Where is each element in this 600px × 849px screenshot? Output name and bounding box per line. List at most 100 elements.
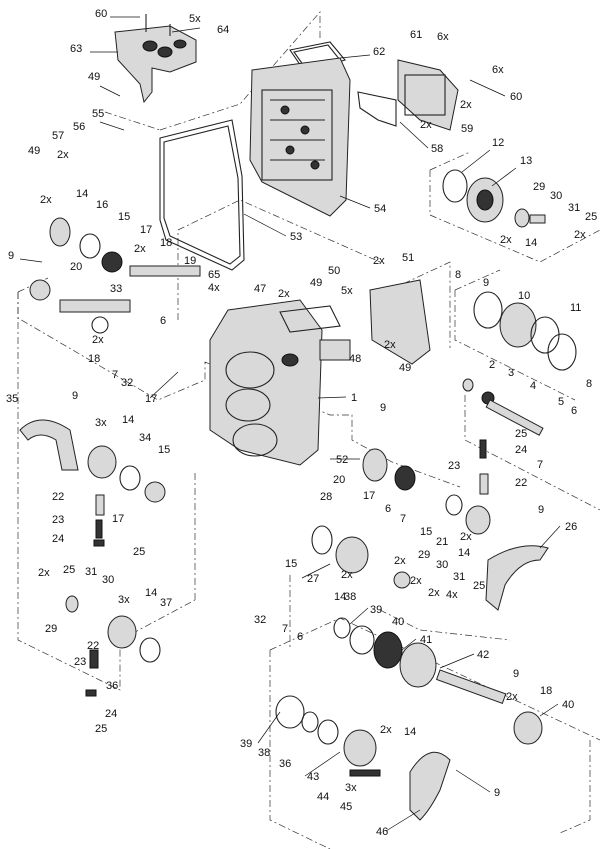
callout-label: 14 [76, 188, 88, 200]
fork-46 [275, 695, 451, 821]
callout-label: 31 [453, 571, 465, 583]
callout-label: 6 [160, 315, 166, 327]
callout-label: 8 [455, 269, 461, 281]
module-59 [357, 59, 459, 131]
leader-lines [19, 16, 561, 832]
callout-label: 34 [139, 432, 151, 444]
callout-label: 60 [510, 91, 522, 103]
callout-label: 7 [112, 369, 118, 381]
callout-label: 3x [95, 417, 107, 429]
callout-label: 29 [533, 181, 545, 193]
callout-label: 41 [420, 634, 432, 646]
shaft-4 [462, 378, 544, 436]
callout-label: 23 [74, 656, 86, 668]
callout-label: 20 [333, 474, 345, 486]
callout-label: 54 [374, 203, 386, 215]
callout-label: 1 [351, 392, 357, 404]
callout-label: 9 [513, 668, 519, 680]
callout-label: 11 [570, 302, 581, 314]
callout-label: 2x [38, 567, 50, 579]
callout-label: 12 [492, 137, 504, 149]
callout-label: 42 [477, 649, 489, 661]
callout-label: 29 [45, 623, 57, 635]
callout-label: 15 [118, 211, 130, 223]
fork-26 [485, 545, 549, 611]
callout-label: 2x [373, 255, 385, 267]
callout-label: 56 [73, 121, 85, 133]
callout-label: 26 [565, 521, 577, 533]
callout-label: 3x [118, 594, 130, 606]
callout-label: 39 [370, 604, 382, 616]
callout-label: 14 [458, 547, 470, 559]
group-27 [311, 439, 491, 589]
callout-label: 25 [585, 211, 597, 223]
callout-label: 59 [461, 123, 473, 135]
callout-label: 19 [184, 255, 196, 267]
group-37 [65, 595, 161, 697]
callout-label: 15 [285, 558, 297, 570]
callout-label: 13 [520, 155, 532, 167]
callout-label: 2x [500, 234, 512, 246]
callout-label: 35 [6, 393, 18, 405]
callout-label: 2x [341, 569, 353, 581]
callout-label: 10 [518, 290, 530, 302]
callout-label: 61 [410, 29, 422, 41]
callout-label: 38 [258, 747, 270, 759]
callout-label: 60 [95, 8, 107, 20]
callout-label: 14 [334, 591, 346, 603]
callout-label: 18 [88, 353, 100, 365]
callout-label: 4 [530, 380, 536, 392]
callout-label: 48 [349, 353, 361, 365]
callout-label: 16 [96, 199, 108, 211]
callout-label: 17 [145, 393, 157, 405]
callout-label: 6x [492, 64, 504, 76]
callout-label: 5x [341, 285, 353, 297]
callout-label: 14 [525, 237, 537, 249]
callout-label: 32 [121, 377, 133, 389]
callout-label: 46 [376, 826, 388, 838]
callout-label: 2x [384, 339, 396, 351]
callout-label: 25 [473, 580, 485, 592]
callout-label: 25 [95, 723, 107, 735]
callout-label: 2x [460, 531, 472, 543]
callout-label: 22 [52, 491, 64, 503]
callout-label: 40 [562, 699, 574, 711]
callout-label: 2x [57, 149, 69, 161]
callout-label: 36 [279, 758, 291, 770]
callout-label: 27 [307, 573, 319, 585]
callout-label: 2x [420, 119, 432, 131]
callout-label: 36 [106, 680, 118, 692]
callout-label: 43 [307, 771, 319, 783]
callout-label: 14 [404, 726, 416, 738]
bracket-48 [319, 279, 431, 365]
rings-10-11 [473, 291, 577, 371]
callout-label: 7 [400, 513, 406, 525]
callout-label: 2 [489, 359, 495, 371]
callout-label: 4x [208, 282, 220, 294]
callout-label: 22 [87, 640, 99, 652]
callout-label: 9 [8, 250, 14, 262]
callout-label: 17 [363, 490, 375, 502]
callout-label: 28 [320, 491, 332, 503]
callout-label: 30 [550, 190, 562, 202]
callout-label: 15 [420, 526, 432, 538]
callout-label: 18 [160, 237, 172, 249]
callout-label: 30 [102, 574, 114, 586]
valve-body-54 [249, 57, 351, 217]
fork-35 [19, 419, 166, 547]
callout-label: 51 [402, 252, 414, 264]
callout-label: 9 [72, 390, 78, 402]
housing-13 [442, 169, 546, 228]
callout-label: 63 [70, 43, 82, 55]
callout-label: 58 [431, 143, 443, 155]
callout-label: 25 [515, 428, 527, 440]
callout-label: 44 [317, 791, 329, 803]
callout-label: 3 [508, 367, 514, 379]
callout-label: 52 [336, 454, 348, 466]
callout-label: 24 [515, 444, 527, 456]
callout-label: 49 [88, 71, 100, 83]
callout-label: 22 [515, 477, 527, 489]
callout-label: 17 [112, 513, 124, 525]
